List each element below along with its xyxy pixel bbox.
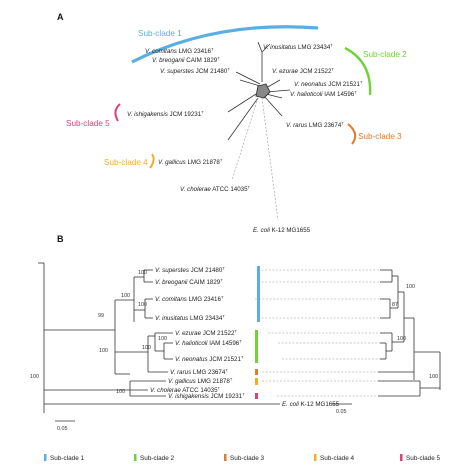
subclade-2-bar xyxy=(255,330,258,363)
bootstrap-value: 99 xyxy=(98,313,104,319)
left-bootstrap-values: 100 100 100 100 99 100 100 100 100 xyxy=(30,270,167,395)
tree-taxon-ezurae: V. ezurae JCM 21522T xyxy=(175,329,237,338)
tree-taxon-ecoli: E. coli K-12 MG1655 xyxy=(282,401,340,408)
tree-taxon-rarus: V. rarus LMG 23674T xyxy=(170,368,228,377)
tree-taxon-breoganii: V. breoganii CAIM 1829T xyxy=(155,278,223,287)
net-taxon-ezurae: V. ezurae JCM 21522T xyxy=(272,67,334,76)
scale-label-left: 0.05 xyxy=(57,426,68,432)
bootstrap-value: 100 xyxy=(142,345,151,351)
net-taxon-gallicus: V. gallicus LMG 21878T xyxy=(158,158,223,167)
net-taxon-cholerae: V. cholerae ATCC 14035T xyxy=(180,185,251,194)
network-edge xyxy=(227,93,257,113)
network-edge xyxy=(235,71,261,85)
network-center xyxy=(255,83,271,99)
network-edge xyxy=(265,79,281,89)
bootstrap-value: 100 xyxy=(138,270,147,276)
subclade-3-bar xyxy=(255,369,258,375)
subclade-5-arc xyxy=(114,103,121,122)
subclade-5-label: Sub-clade 5 xyxy=(66,119,110,128)
subclade-4-arc xyxy=(149,153,155,169)
network-edge-ecoli xyxy=(261,97,279,221)
subclade-3-label: Sub-clade 3 xyxy=(358,132,402,141)
legend-label-4: Sub-clade 4 xyxy=(320,455,355,462)
tree-taxon-comitans: V. comitans LMG 23416T xyxy=(155,295,224,304)
right-bootstrap-value: 100 xyxy=(397,336,406,342)
bootstrap-value: 100 xyxy=(121,293,130,299)
subclade-3-arc xyxy=(347,123,357,145)
tree-taxon-neonatus: V. neonatus JCM 21521T xyxy=(175,355,244,364)
net-taxon-breoganii: V. breoganii CAIM 1829T xyxy=(152,56,220,65)
tree-taxon-inusitatus: V. inusitatus LMG 23434T xyxy=(155,314,225,323)
net-taxon-inusitatus: V. inusitatus LMG 23434T xyxy=(263,43,333,52)
network-edge xyxy=(265,93,283,99)
split-network xyxy=(227,41,291,221)
tree-taxon-ishigakensis: V. ishigakensis JCM 19231T xyxy=(168,392,245,401)
network-edge xyxy=(263,95,283,117)
subclade-2-label: Sub-clade 2 xyxy=(363,50,407,59)
subclade-1-bar xyxy=(257,266,260,322)
subclade-2-arc xyxy=(344,46,372,96)
legend-label-5: Sub-clade 5 xyxy=(406,455,441,462)
panel-a-label: A xyxy=(57,12,64,22)
legend: Sub-clade 1 Sub-clade 2 Sub-clade 3 Sub-… xyxy=(44,454,441,462)
right-bootstrap-value: 100 xyxy=(429,374,438,380)
legend-swatch-3 xyxy=(224,454,227,461)
net-taxon-comitans: V. comitans LMG 23416T xyxy=(145,47,214,56)
net-taxon-halioticoli: V. halioticoli IAM 14596T xyxy=(290,90,357,99)
bootstrap-value: 100 xyxy=(158,336,167,342)
bootstrap-value: 100 xyxy=(30,374,39,380)
scale-label-right: 0.05 xyxy=(336,409,347,415)
net-taxon-superstes: V. superstes JCM 21480T xyxy=(160,67,230,76)
legend-swatch-5 xyxy=(400,454,403,461)
subclade-4-bar xyxy=(255,378,258,385)
network-edge xyxy=(239,79,261,87)
network-edge xyxy=(261,43,271,53)
network-taxa: V. comitans LMG 23416T V. inusitatus LMG… xyxy=(127,43,363,235)
subclade-1-label: Sub-clade 1 xyxy=(138,29,182,38)
subclade-4-label: Sub-clade 4 xyxy=(104,158,148,167)
bootstrap-value: 100 xyxy=(99,348,108,354)
tree-taxon-gallicus: V. gallicus LMG 21878T xyxy=(168,377,233,386)
network-edge xyxy=(257,41,263,53)
right-bootstrap-value: 100 xyxy=(406,284,415,290)
tree-taxon-halioticoli: V. halioticoli IAM 14596T xyxy=(175,339,242,348)
legend-swatch-2 xyxy=(134,454,137,461)
network-edge xyxy=(227,97,259,141)
right-tree xyxy=(378,269,441,397)
bootstrap-value: 100 xyxy=(116,389,125,395)
tree-taxon-cholerae: V. cholerae ATCC 14035T xyxy=(150,386,221,395)
legend-swatch-4 xyxy=(314,454,317,461)
tree-taxon-superstes: V. superstes JCM 21480T xyxy=(155,266,225,275)
legend-swatch-1 xyxy=(44,454,47,461)
network-edge-cholerae xyxy=(231,97,259,181)
subclade-5-bar xyxy=(255,393,258,399)
legend-label-3: Sub-clade 3 xyxy=(230,455,265,462)
tree-taxa: V. superstes JCM 21480T V. breoganii CAI… xyxy=(150,266,340,409)
subclade-1-arc xyxy=(131,25,319,64)
bootstrap-value: 100 xyxy=(138,302,147,308)
right-bootstrap-value: 87 xyxy=(392,302,398,308)
legend-label-1: Sub-clade 1 xyxy=(50,455,85,462)
dashed-connectors xyxy=(255,269,380,397)
panel-b-label: B xyxy=(57,234,64,244)
net-taxon-ecoli: E. coli K-12 MG1655 xyxy=(253,227,311,234)
legend-label-2: Sub-clade 2 xyxy=(140,455,175,462)
net-taxon-neonatus: V. neonatus JCM 21521T xyxy=(294,80,363,89)
left-tree xyxy=(38,262,280,413)
net-taxon-ishigakensis: V. ishigakensis JCM 19231T xyxy=(127,110,204,119)
net-taxon-rarus: V. rarus LMG 23674T xyxy=(286,121,344,130)
